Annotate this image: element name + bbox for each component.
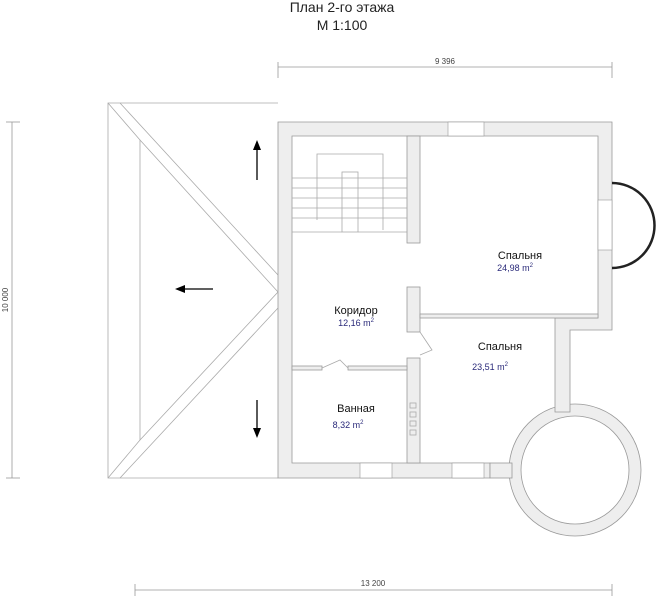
slope-arrows <box>175 140 261 438</box>
plan-scale: М 1:100 <box>317 17 368 33</box>
window-top <box>447 121 485 137</box>
balcony <box>611 181 656 270</box>
balcony-door <box>597 199 613 251</box>
staircase <box>292 153 407 233</box>
dimension-bottom-label: 13 200 <box>361 579 386 588</box>
room-area-bathroom: 8,32 m2 <box>333 420 365 430</box>
dimension-left: 10 000 <box>1 121 20 479</box>
room-area-bedroom-1: 24,98 m2 <box>497 263 534 273</box>
dimension-bottom: 13 200 <box>134 579 613 596</box>
radiator <box>409 402 417 436</box>
arrow-down-icon <box>253 400 261 438</box>
room-area-bedroom-2: 23,51 m2 <box>472 362 509 372</box>
window-bath <box>359 462 393 479</box>
arrow-up-icon <box>253 140 261 180</box>
room-name-bedroom-1: Спальня <box>498 250 542 262</box>
dimension-left-label: 10 000 <box>1 287 10 312</box>
dimension-top: 9 396 <box>277 57 613 78</box>
plan-title: План 2-го этажа <box>290 0 395 15</box>
room-area-corridor: 12,16 m2 <box>338 318 375 328</box>
room-name-bathroom: Ванная <box>337 403 375 415</box>
arrow-left-icon <box>175 285 213 293</box>
dimension-top-label: 9 396 <box>435 57 456 66</box>
walls <box>277 121 656 479</box>
round-tower <box>508 403 642 537</box>
window-bedroom <box>451 462 485 479</box>
room-name-corridor: Коридор <box>334 305 377 317</box>
room-name-bedroom-2: Спальня <box>478 341 522 353</box>
roof <box>107 102 279 479</box>
